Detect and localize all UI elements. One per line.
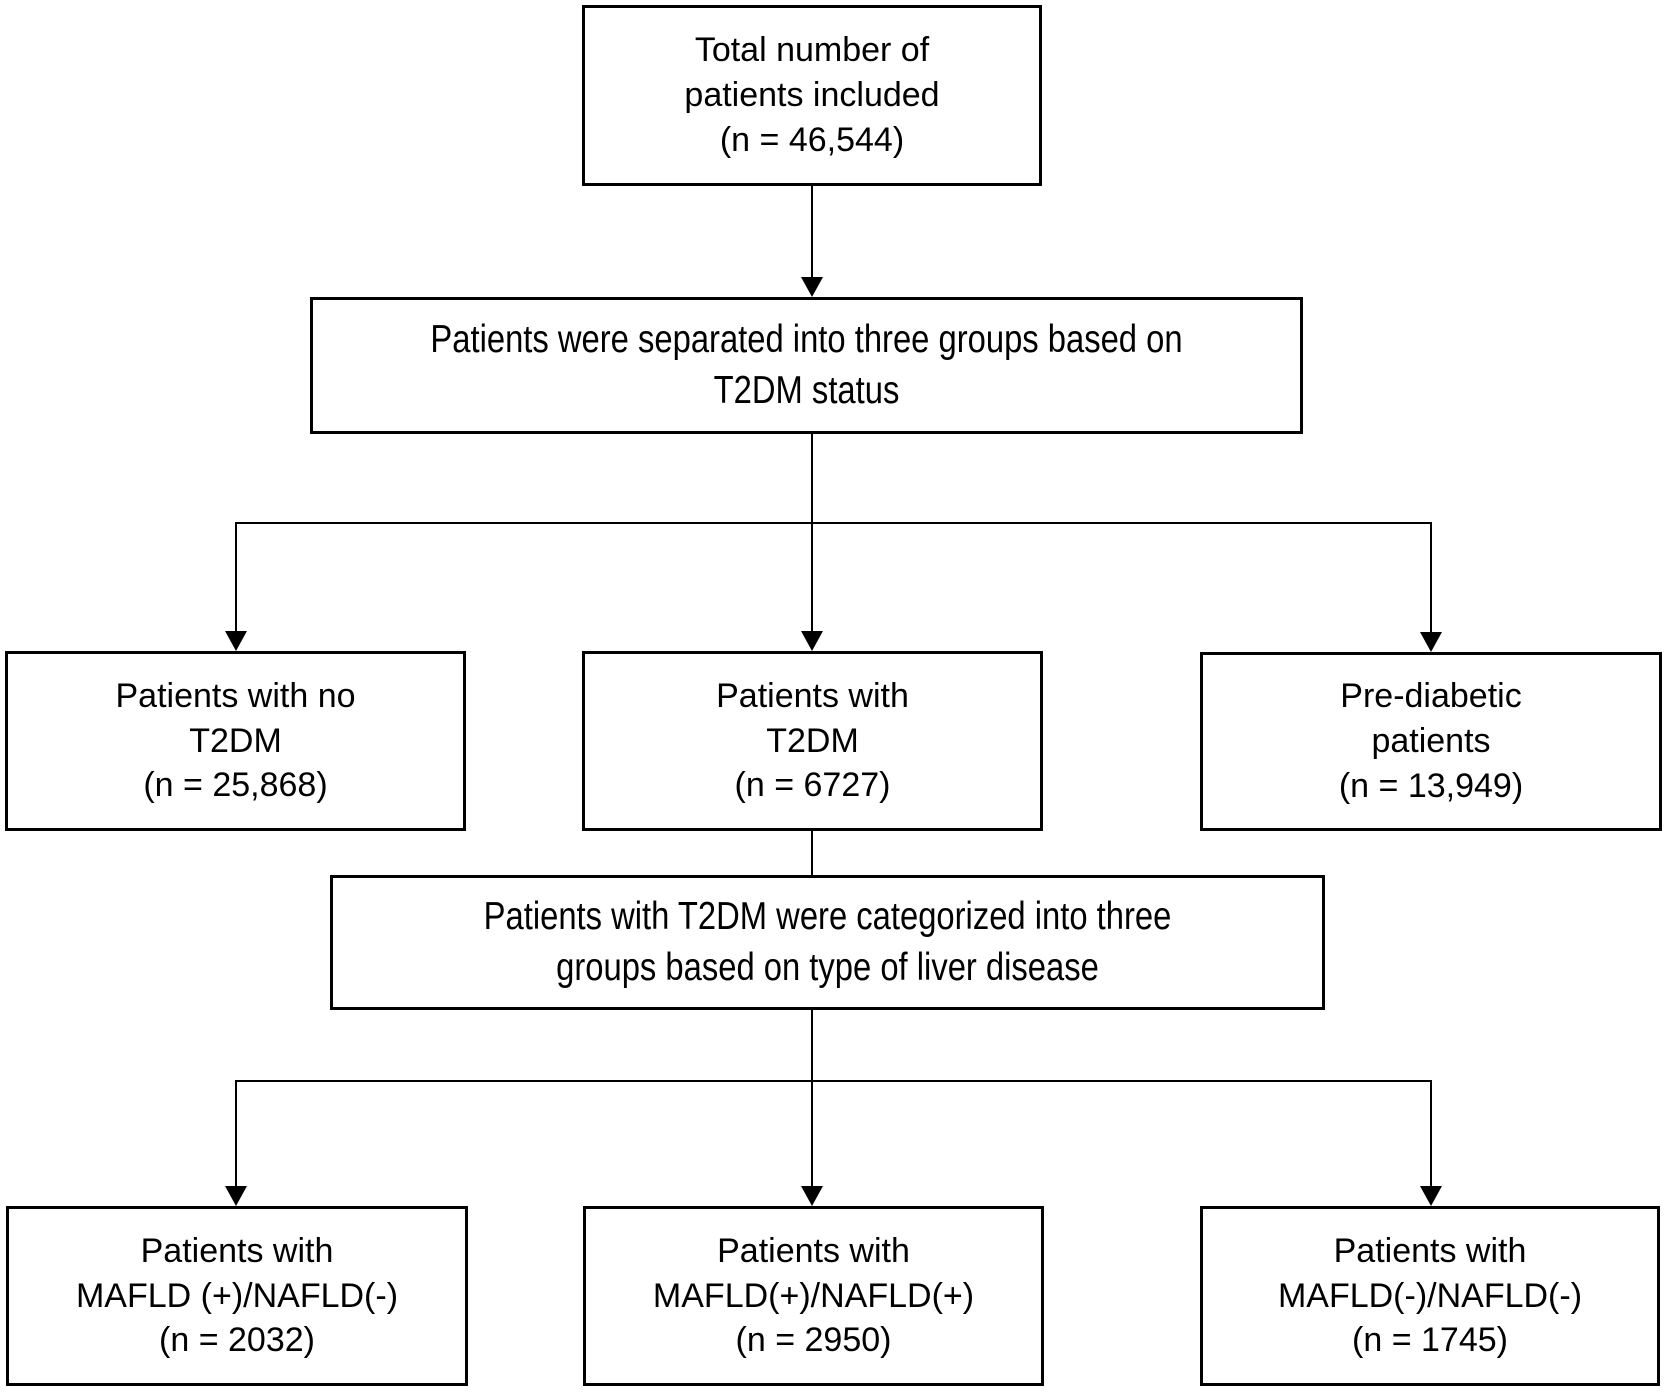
node-liver-grouping: Patients with T2DM were categorized into… — [330, 875, 1325, 1010]
node-no-t2dm-label: Patients with no T2DM (n = 25,868) — [115, 676, 356, 805]
node-mafld-pos-nafld-pos-label: Patients with MAFLD(+)/NAFLD(+) (n = 295… — [652, 1231, 975, 1360]
node-mafld-neg-nafld-neg: Patients with MAFLD(-)/NAFLD(-) (n = 174… — [1200, 1206, 1660, 1386]
branch2-stem — [811, 1010, 813, 1082]
node-total-patients: Total number of patients included (n = 4… — [582, 5, 1042, 186]
arrowhead-down-icon — [225, 631, 247, 651]
node-t2dm-grouping-label: Patients were separated into three group… — [430, 317, 1183, 412]
branch1-stem — [811, 434, 813, 524]
node-mafld-pos-nafld-neg: Patients with MAFLD (+)/NAFLD(-) (n = 20… — [6, 1206, 468, 1386]
node-prediabetic: Pre-diabetic patients (n = 13,949) — [1200, 652, 1662, 831]
connector-total-to-t2dm-grouping — [811, 186, 813, 279]
connector-t2dm-to-liver-grouping — [811, 831, 813, 875]
node-mafld-pos-nafld-pos: Patients with MAFLD(+)/NAFLD(+) (n = 295… — [583, 1206, 1044, 1386]
arrowhead-down-icon — [1420, 632, 1442, 652]
arrowhead-down-icon — [801, 277, 823, 297]
node-total-patients-label: Total number of patients included (n = 4… — [684, 31, 940, 159]
node-t2dm: Patients with T2DM (n = 6727) — [582, 651, 1043, 831]
branch2-drop-left — [235, 1080, 237, 1188]
arrowhead-down-icon — [801, 1186, 823, 1206]
node-t2dm-label: Patients with T2DM (n = 6727) — [716, 676, 909, 805]
node-no-t2dm: Patients with no T2DM (n = 25,868) — [5, 651, 466, 831]
node-prediabetic-label: Pre-diabetic patients (n = 13,949) — [1338, 677, 1524, 805]
branch1-drop-center — [811, 522, 813, 633]
node-mafld-neg-nafld-neg-label: Patients with MAFLD(-)/NAFLD(-) (n = 174… — [1277, 1231, 1583, 1360]
branch1-drop-left — [235, 522, 237, 633]
branch1-crossbar — [235, 522, 1432, 524]
branch2-drop-center — [811, 1080, 813, 1188]
arrowhead-down-icon — [801, 631, 823, 651]
node-liver-grouping-label: Patients with T2DM were categorized into… — [483, 894, 1172, 989]
branch2-drop-right — [1430, 1080, 1432, 1188]
arrowhead-down-icon — [1420, 1186, 1442, 1206]
node-mafld-pos-nafld-neg-label: Patients with MAFLD (+)/NAFLD(-) (n = 20… — [75, 1231, 399, 1360]
arrowhead-down-icon — [225, 1186, 247, 1206]
branch1-drop-right — [1430, 522, 1432, 634]
node-t2dm-grouping: Patients were separated into three group… — [310, 297, 1303, 434]
branch2-crossbar — [235, 1080, 1432, 1082]
